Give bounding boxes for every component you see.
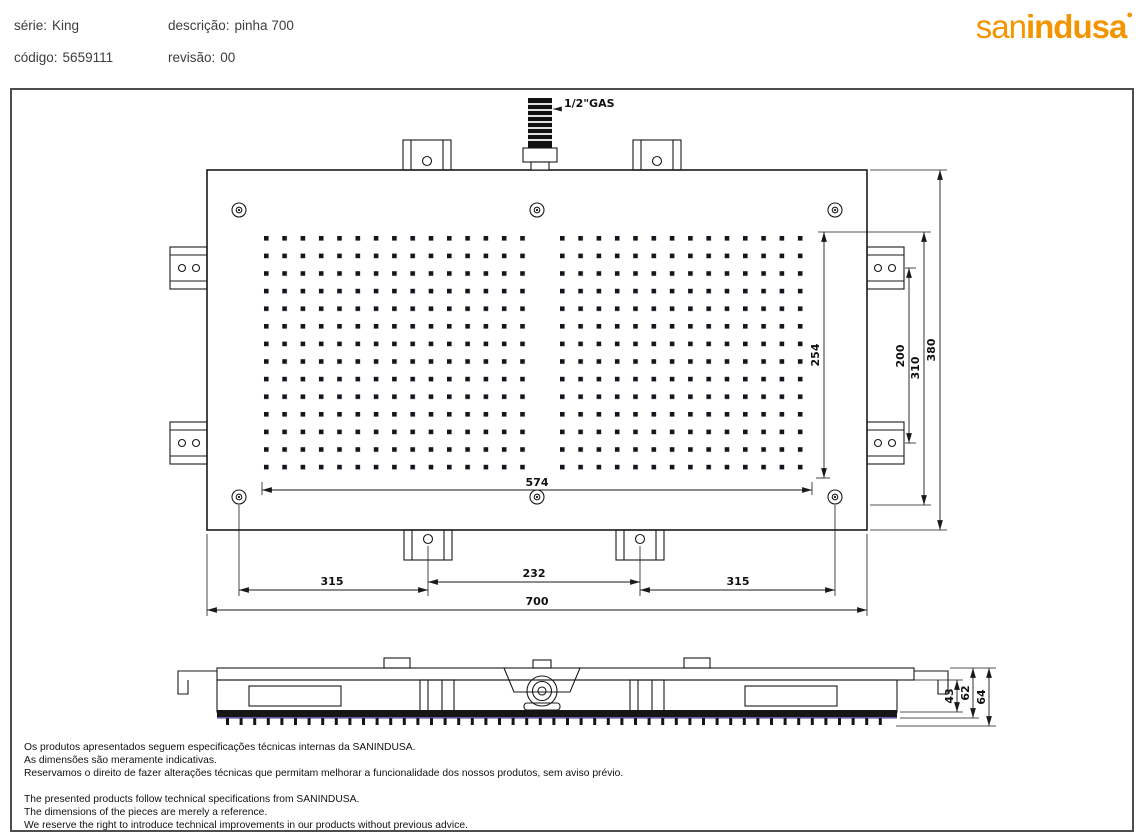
- logo-text-bold: indusa: [1025, 8, 1127, 45]
- bracket-section-right: [629, 679, 665, 713]
- dim-62: 62: [900, 667, 996, 719]
- note-pt-2: As dimensões são meramente indicativas.: [24, 755, 217, 766]
- left-bracket-bottom: [169, 421, 208, 465]
- spray-plate: [217, 710, 897, 717]
- technical-drawing: 1/2"GAS 574 254 200: [169, 97, 996, 727]
- dim-380: 380: [870, 169, 947, 531]
- note-en-2: The dimensions of the pieces are merely …: [24, 807, 268, 818]
- descricao-label: descrição:: [168, 18, 230, 33]
- header: série: King código: 5659111 descrição: pinh…: [0, 0, 1144, 88]
- dim-200-label: 200: [894, 344, 907, 367]
- revisao-label: revisão:: [168, 50, 216, 65]
- dim-380-label: 380: [925, 338, 938, 361]
- bracket-section-left: [419, 679, 455, 713]
- notes: Os produtos apresentados seguem especifi…: [12, 738, 1132, 831]
- top-tab-right: [683, 657, 711, 669]
- header-column-1: série: King código: 5659111: [14, 10, 113, 74]
- dim-574-label: 574: [526, 476, 549, 489]
- revisao-row: revisão: 00: [168, 42, 294, 74]
- logo-text-light: san: [975, 8, 1027, 45]
- inner-chamber-left: [248, 685, 342, 707]
- nozzle-field-right: [558, 232, 814, 478]
- codigo-label: código:: [14, 50, 58, 65]
- serie-label: série:: [14, 18, 48, 33]
- right-hook: [914, 670, 949, 695]
- dim-315-left-label: 315: [321, 575, 344, 588]
- dim-200: 200: [894, 267, 916, 444]
- drawing-frame: 1/2"GAS 574 254 200: [10, 88, 1134, 832]
- dim-315-right: 315: [640, 505, 836, 596]
- left-hook: [177, 670, 217, 695]
- left-bracket-top: [169, 246, 208, 290]
- dim-62-label: 62: [959, 685, 972, 700]
- dim-254: 254: [809, 231, 931, 479]
- dim-254-label: 254: [809, 343, 822, 366]
- right-bracket-bottom: [866, 421, 905, 465]
- logo-registered-dot-icon: ●: [1126, 9, 1133, 21]
- dim-64-label: 64: [975, 689, 988, 705]
- serie-value: King: [52, 18, 80, 33]
- dim-310-label: 310: [909, 356, 922, 379]
- descricao-value: pinha 700: [234, 18, 294, 33]
- codigo-value: 5659111: [62, 50, 114, 65]
- top-view: 1/2"GAS: [169, 97, 905, 561]
- inlet-pipe: 1/2"GAS: [522, 97, 615, 171]
- dim-43: 43: [900, 679, 963, 713]
- serie-row: série: King: [14, 10, 113, 42]
- dim-315-left: 315: [238, 505, 428, 596]
- top-tab-left: [383, 657, 411, 669]
- sanindusa-logo: sanindusa●: [975, 8, 1133, 46]
- header-column-2: descrição: pinha 700 revisão: 00: [168, 10, 294, 74]
- dim-315-right-label: 315: [727, 575, 750, 588]
- center-connector: [503, 659, 581, 711]
- top-bracket-left: [402, 139, 452, 171]
- note-en-1: The presented products follow technical …: [24, 794, 360, 805]
- revisao-value: 00: [220, 50, 236, 65]
- side-view: [177, 657, 949, 725]
- dim-64: 64: [896, 668, 996, 727]
- nozzle-field-left: [262, 232, 528, 478]
- inlet-thread-label: 1/2"GAS: [564, 97, 615, 110]
- codigo-row: código: 5659111: [14, 42, 113, 74]
- top-bracket-right: [632, 139, 682, 171]
- right-bracket-top: [866, 246, 905, 290]
- dim-700: 700: [206, 534, 868, 616]
- dim-43-label: 43: [943, 688, 956, 703]
- note-pt-3: Reservamos o direito de fazer alterações…: [24, 768, 624, 779]
- descricao-row: descrição: pinha 700: [168, 10, 294, 42]
- note-en-3: We reserve the right to introduce techni…: [24, 820, 468, 831]
- dim-574: 574: [261, 476, 813, 495]
- dim-700-label: 700: [526, 595, 549, 608]
- note-pt-1: Os produtos apresentados seguem especifi…: [24, 742, 416, 753]
- inner-chamber-right: [744, 685, 838, 707]
- dim-232: 232: [427, 546, 641, 596]
- dim-310: 310: [870, 232, 931, 506]
- dim-232-label: 232: [523, 567, 546, 580]
